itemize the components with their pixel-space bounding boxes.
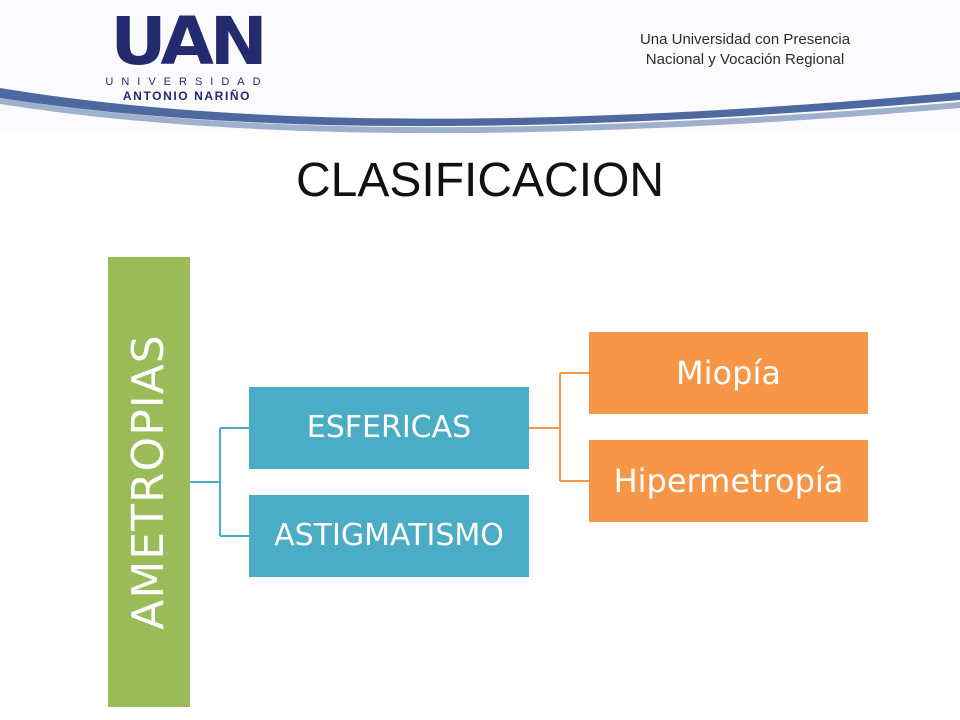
node-astigmatismo: ASTIGMATISMO [249, 495, 529, 577]
root-node-ametropias [108, 257, 190, 707]
slide-title: CLASIFICACION [295, 154, 665, 207]
node-hipermetropia: Hipermetropía [589, 440, 868, 522]
logo-mark: UAN [110, 3, 267, 80]
root-node-label: AMETROPIAS [123, 334, 174, 630]
tagline-line-1: Una Universidad con Presencia [639, 31, 851, 48]
university-logo: UAN UNIVERSIDAD ANTONIO NARIÑO [96, 9, 278, 104]
tagline-line-2: Nacional y Vocación Regional [645, 51, 845, 68]
node-miopia: Miopía [589, 332, 868, 414]
header-banner: UAN UNIVERSIDAD ANTONIO NARIÑO Una Unive… [0, 0, 960, 134]
tagline: Una Universidad con Presencia Nacional y… [600, 30, 890, 70]
logo-university-text: UNIVERSIDAD [105, 76, 269, 88]
node-esfericas: ESFERICAS [249, 387, 529, 469]
header-swoosh [0, 88, 960, 134]
logo-name-text: ANTONIO NARIÑO [122, 89, 252, 103]
